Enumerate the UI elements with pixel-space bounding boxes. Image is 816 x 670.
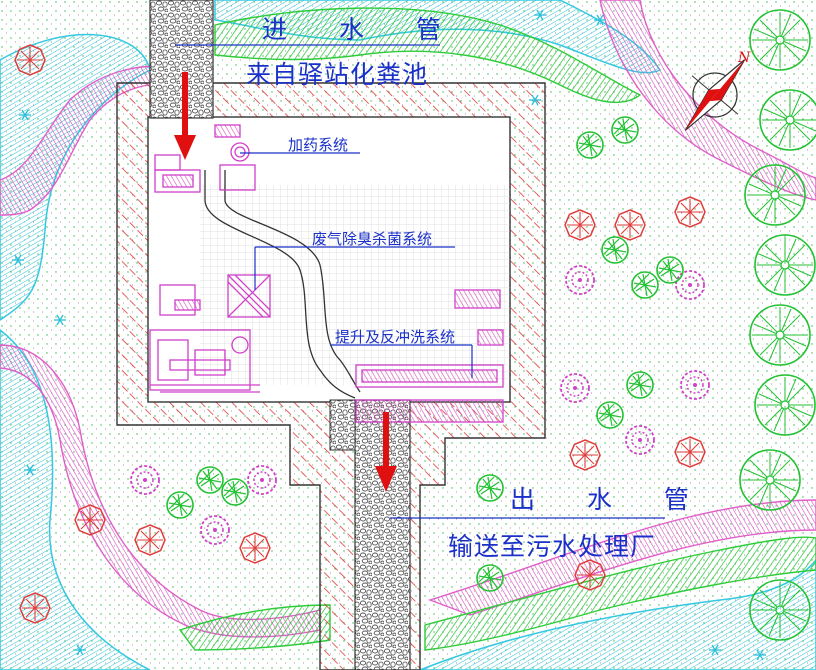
lift-backwash-label: 提升及反冲洗系统 — [335, 328, 456, 346]
vent-grid — [200, 185, 510, 385]
channel-pipe-1 — [204, 170, 356, 399]
dosing-system-label: 加药系统 — [288, 136, 349, 154]
inlet-title: 进 水 管 — [262, 15, 463, 44]
inlet-source-label: 来自驿站化粪池 — [246, 60, 429, 89]
outlet-title: 出 水 管 — [510, 485, 711, 514]
lift-equipment — [355, 289, 504, 423]
flow-arrow-icon — [375, 412, 397, 492]
north-letter: N — [738, 50, 751, 66]
dosing-equipment — [154, 124, 256, 193]
leader-lines — [175, 44, 665, 519]
water-band-bottom — [419, 558, 816, 670]
outlet-pipe-collar — [329, 399, 356, 451]
outlet-destination-label: 输送至污水处理厂 — [448, 532, 657, 561]
pink-path-bottom-right — [427, 499, 816, 616]
grass-band-top — [214, 7, 642, 103]
deodor-system-label: 废气除臭杀菌系统 — [312, 230, 433, 248]
flow-arrow-icon — [174, 72, 196, 160]
north-arrow-icon — [684, 59, 746, 131]
outlet-pipe — [354, 399, 411, 670]
deodor-equipment — [149, 274, 271, 393]
inlet-pipe — [149, 0, 214, 119]
channel-pipe-2 — [224, 170, 361, 393]
